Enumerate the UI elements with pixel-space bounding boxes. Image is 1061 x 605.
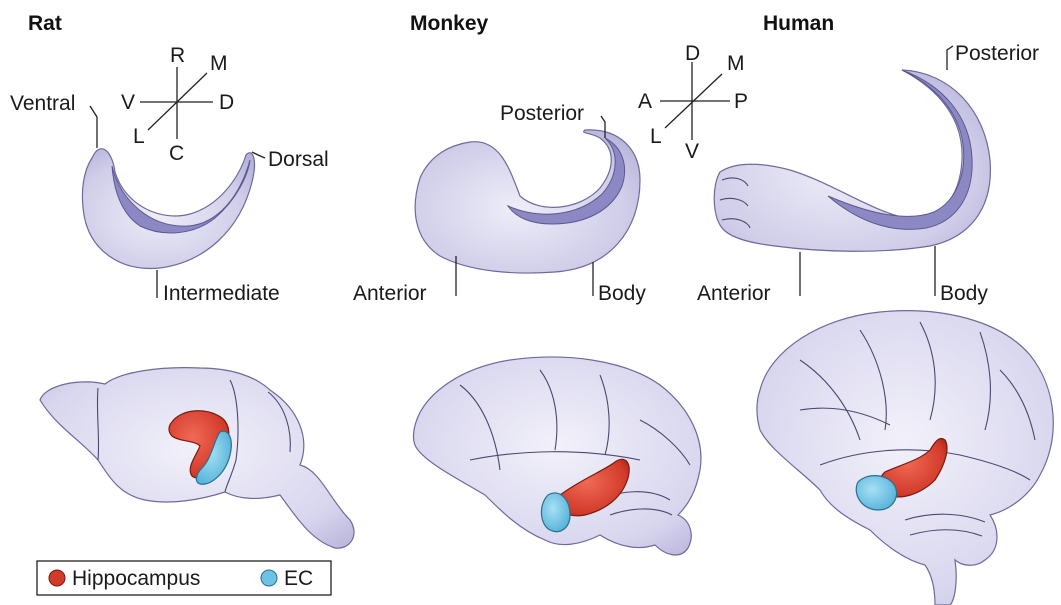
legend-ec-label: EC [284,567,313,590]
rat-axis-l: L [133,125,145,148]
rat-hippocampus-shape [82,149,254,269]
rat-axis-m: M [210,52,228,75]
rat-axis-c: C [169,142,184,165]
human-label-posterior: Posterior [955,42,1039,65]
monkey-title: Monkey [410,12,489,35]
human-title: Human [763,12,834,35]
rat-brain [40,368,354,549]
legend-ec-swatch [261,570,277,586]
rat-orientation-axes: R C V D M L [121,44,234,165]
rat-title: Rat [28,12,62,35]
monkey-label-body: Body [598,282,646,305]
rat-label-dorsal: Dorsal [268,148,329,171]
monkey-hippocampus-shape [415,130,640,273]
human-axis-d: D [685,42,700,65]
monkey-label-posterior: Posterior [500,102,584,125]
human-label-anterior: Anterior [697,282,771,305]
legend: Hippocampus EC [37,561,331,595]
human-hippocampus-shape [714,70,990,251]
monkey-label-anterior: Anterior [353,282,427,305]
human-axis-l: L [650,125,662,148]
human-orientation-axes: D V A P M L [638,42,748,163]
rat-axis-v: V [121,91,135,114]
rat-label-intermediate: Intermediate [163,282,280,305]
human-axis-m: M [727,52,745,75]
human-label-body: Body [940,282,988,305]
legend-hippocampus-swatch [49,570,65,586]
rat-axis-d: D [219,91,234,114]
human-brain [757,311,1053,605]
legend-hippocampus-label: Hippocampus [72,567,200,590]
monkey-brain [413,357,700,555]
human-axis-p: P [734,90,748,113]
rat-label-ventral: Ventral [10,92,75,115]
human-axis-a: A [638,90,652,113]
human-axis-v: V [685,140,699,163]
rat-axis-r: R [170,44,185,67]
